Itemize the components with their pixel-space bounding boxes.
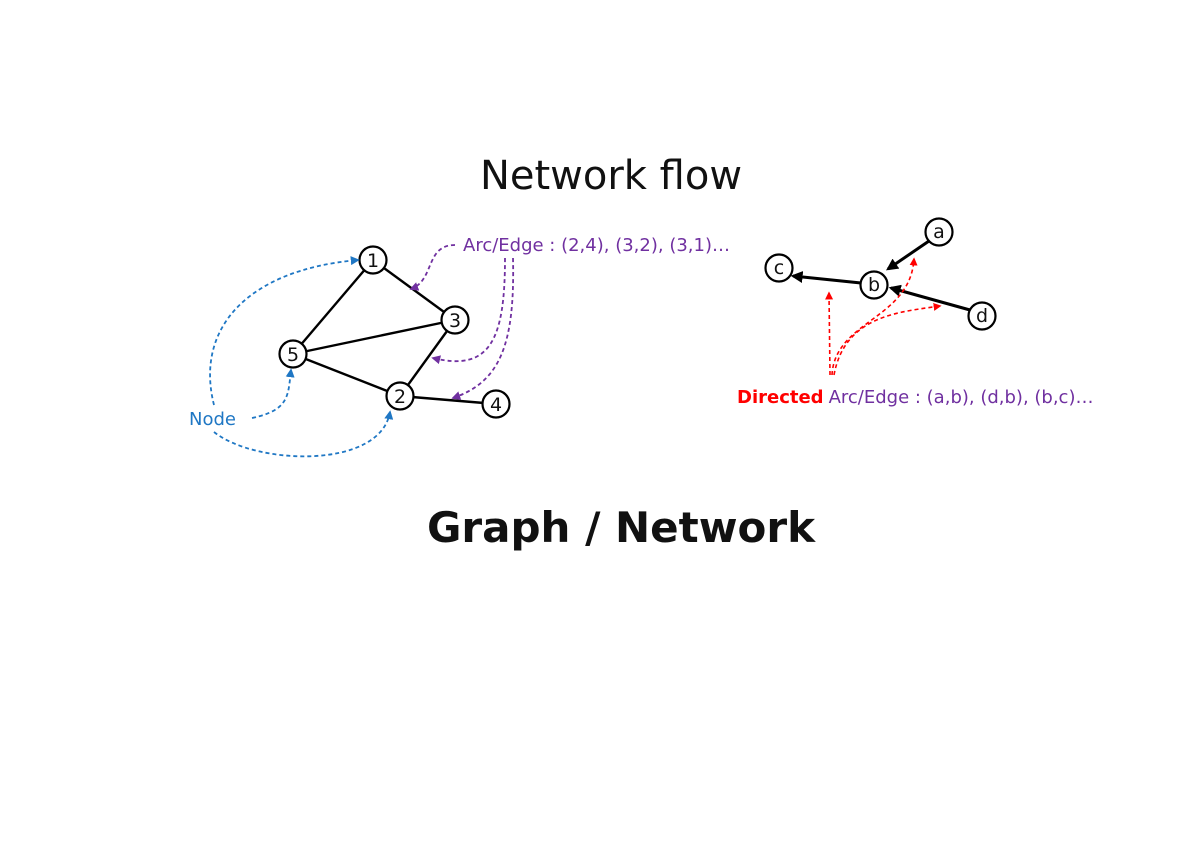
node-3: 3 [440, 305, 470, 335]
node-c-label: c [774, 257, 784, 279]
edge-callout-arrow-to-2-4 [451, 257, 515, 400]
node-a: a [924, 217, 954, 247]
node-d: d [967, 301, 997, 331]
undirected-edges [292, 259, 497, 406]
node-2-label: 2 [394, 386, 406, 408]
directed-nodes: a b c d [764, 217, 997, 331]
node-callout-arrow-to-2 [213, 410, 394, 458]
directed-arrow-to-d-b [833, 302, 942, 376]
arc-a-b [886, 239, 930, 271]
node-b-label: b [868, 274, 880, 296]
node-callout-label: Node [189, 409, 236, 430]
edge-callout-arrow-to-1-3 [409, 244, 456, 291]
node-4: 4 [481, 389, 511, 419]
directed-arrow-to-b-c [825, 291, 834, 376]
directed-word: Directed [737, 387, 824, 408]
edge-2-4 [399, 394, 497, 406]
edge-callout-label: Arc/Edge : (2,4), (3,2), (3,1)… [463, 235, 730, 256]
node-c: c [764, 253, 794, 283]
node-1-label: 1 [367, 250, 379, 272]
edge-1-3 [372, 259, 456, 321]
edge-5-3 [292, 318, 456, 356]
arc-d-b [888, 284, 971, 312]
directed-callout-label: Arc/Edge : (a,b), (d,b), (b,c)… [829, 387, 1094, 408]
directed-arcs [790, 239, 971, 312]
node-5: 5 [278, 339, 308, 369]
node-1: 1 [358, 245, 388, 275]
node-d-label: d [976, 305, 988, 327]
node-callout-arrow-to-5 [251, 368, 295, 419]
slide-subtitle: Graph / Network [426, 503, 816, 552]
node-3-label: 3 [449, 310, 461, 332]
directed-callout-arrows [825, 257, 942, 376]
arc-b-c [790, 271, 862, 285]
node-a-label: a [933, 221, 945, 243]
node-callout: Node [189, 256, 394, 458]
node-2: 2 [385, 381, 415, 411]
node-callout-arrow-to-1 [209, 256, 360, 406]
directed-arrow-to-a-b [831, 257, 918, 376]
node-5-label: 5 [287, 344, 299, 366]
edge-5-2 [292, 352, 401, 398]
node-4-label: 4 [490, 394, 502, 416]
edge-1-5 [292, 259, 374, 355]
edge-callout: Arc/Edge : (2,4), (3,2), (3,1)… [409, 235, 730, 400]
edge-callout-arrow-to-3-2 [431, 257, 506, 365]
undirected-nodes: 1 2 3 4 5 [278, 245, 511, 419]
edge-3-2 [399, 319, 456, 397]
slide-title: Network flow [479, 153, 743, 199]
node-b: b [859, 270, 889, 300]
